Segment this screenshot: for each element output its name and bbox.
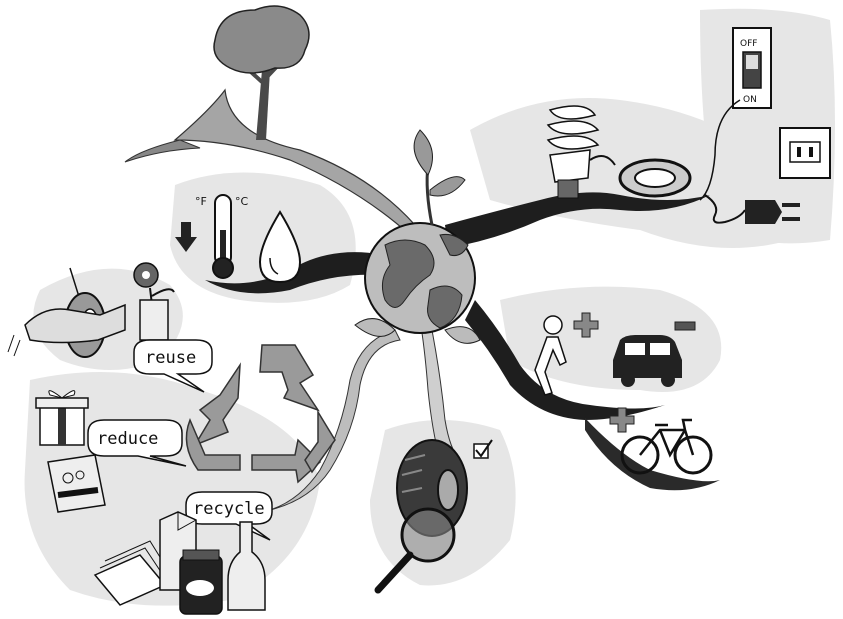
branch-to-transport-lower: [585, 418, 720, 490]
sprout-icon: [414, 130, 465, 225]
jar-icon: [180, 550, 222, 614]
celsius-label: °C: [235, 195, 249, 208]
light-switch-icon[interactable]: OFF ON: [733, 28, 771, 108]
reuse-label: reuse: [145, 348, 196, 368]
switch-on-label: ON: [743, 95, 757, 105]
bag-icon: [48, 455, 105, 512]
recycle-label: recycle: [193, 499, 265, 519]
branch-to-tree-tail: [125, 140, 200, 162]
reduce-label: reduce: [97, 429, 158, 449]
gift-box-icon: [36, 391, 88, 445]
globe-icon: [365, 223, 475, 333]
flower-pot-icon: [134, 263, 174, 340]
fahrenheit-label: °F: [195, 195, 207, 208]
minus-icon: [675, 322, 695, 330]
power-outlet-icon: [780, 128, 830, 178]
switch-off-label: OFF: [740, 39, 757, 49]
